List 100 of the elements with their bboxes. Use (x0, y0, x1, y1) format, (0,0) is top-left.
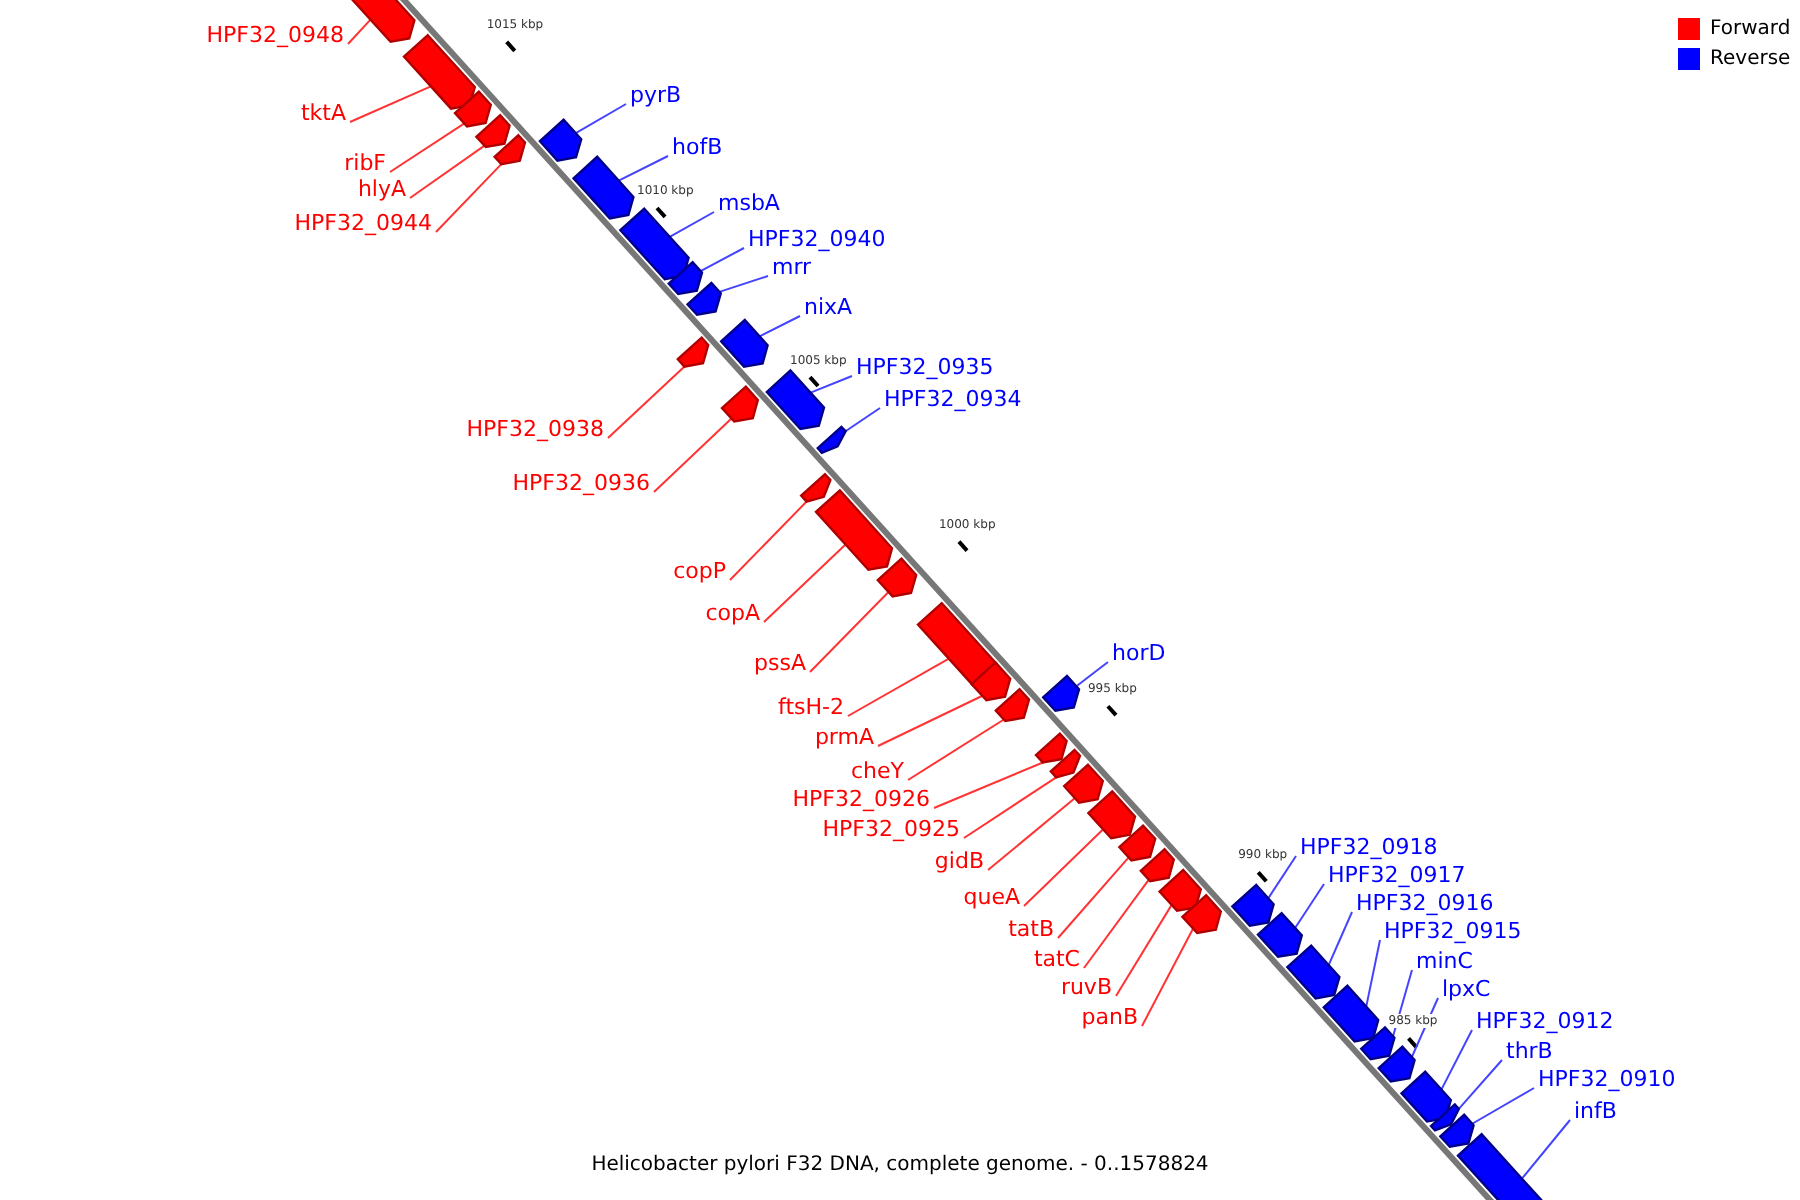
leader-line (1267, 855, 1297, 900)
gene-feature (765, 368, 826, 431)
leader-line (607, 365, 686, 439)
gene-label: HPF32_0948 (206, 22, 344, 48)
leader-line (699, 247, 745, 273)
gene-feature (1285, 944, 1341, 1000)
gene-label: ftsH-2 (778, 694, 844, 720)
gene-feature (1399, 1070, 1453, 1123)
leader-line (349, 85, 432, 123)
leader-line (668, 211, 715, 238)
gene-label: msbA (718, 190, 780, 216)
gene-feature (685, 281, 723, 317)
leader-line (1141, 927, 1195, 1027)
leader-line (1457, 1059, 1503, 1110)
gene-feature (474, 113, 511, 149)
gene-feature (538, 118, 583, 162)
leader-line (1440, 1029, 1473, 1091)
gene-feature (969, 660, 1012, 702)
gene-feature (1062, 763, 1105, 804)
gene-feature (994, 687, 1031, 723)
leader-line (758, 315, 801, 338)
gene-feature (676, 335, 710, 368)
gene-label: HPF32_0936 (512, 470, 650, 496)
gene-feature (571, 155, 635, 220)
gene-label: HPF32_0918 (1300, 834, 1438, 860)
gene-label: ribF (344, 150, 386, 176)
gene-label: HPF32_0935 (856, 354, 994, 380)
gene-label: mrr (772, 254, 812, 280)
leader-line (933, 761, 1044, 809)
gene-feature (1359, 1025, 1396, 1061)
gene-label: horD (1112, 640, 1166, 666)
leader-line (347, 18, 372, 45)
gene-label: minC (1416, 948, 1473, 974)
gene-label: hlyA (357, 176, 406, 202)
gene-feature (1180, 893, 1223, 935)
leader-line (718, 275, 769, 293)
leader-line (653, 417, 733, 493)
gene-label: ruvB (1060, 974, 1112, 1000)
gene-label: pssA (754, 650, 806, 676)
gene-feature (799, 472, 832, 503)
gene-label: HPF32_0917 (1328, 862, 1466, 888)
gene-label: HPF32_0915 (1384, 918, 1522, 944)
gene-feature (453, 89, 493, 128)
gene-label: HPF32_0938 (466, 416, 604, 442)
gene-label: HPF32_0934 (884, 386, 1022, 412)
gene-label: copA (705, 600, 760, 626)
gene-feature (1438, 1113, 1475, 1149)
legend-label: Forward (1710, 18, 1791, 42)
gene-feature (1377, 1044, 1416, 1083)
leader-line (1327, 911, 1353, 967)
gene-feature (719, 318, 769, 368)
gene-label: HPF32_0926 (792, 786, 930, 812)
leader-line (729, 500, 808, 581)
leader-line (963, 776, 1058, 839)
gene-feature (667, 260, 704, 296)
gene-feature (1157, 868, 1203, 913)
gene-label: HPF32_0912 (1476, 1008, 1614, 1034)
leader-line (1075, 661, 1109, 688)
gene-feature (720, 384, 760, 423)
caption: Helicobacter pylori F32 DNA, complete genome. - 0..1578824 (589, 1154, 1211, 1176)
gene-label: cheY (850, 758, 904, 784)
gene-label: tatC (1033, 946, 1080, 972)
gene-label: HPF32_0925 (822, 816, 960, 842)
leader-line (809, 375, 853, 394)
leader-line (1471, 1087, 1535, 1125)
gene-label: HPF32_0916 (1356, 890, 1494, 916)
gene-feature (816, 425, 848, 455)
leader-line (907, 718, 1005, 781)
leader-line (1083, 878, 1150, 969)
leader-line (987, 797, 1076, 871)
gene-feature (1117, 823, 1157, 862)
leader-line (389, 122, 466, 173)
gene-label: HPF32_0944 (294, 210, 432, 236)
gene-feature (1256, 911, 1304, 959)
leader-line (1057, 856, 1130, 939)
gene-feature (492, 133, 527, 166)
leader-line (847, 657, 950, 717)
gene-feature (402, 33, 477, 110)
leader-line (435, 163, 503, 233)
gene-feature (1230, 883, 1275, 928)
leader-line (809, 590, 890, 673)
leader-line (1365, 939, 1381, 1008)
leader-line (617, 155, 669, 182)
gene-label: tktA (300, 100, 346, 126)
gene-label: HPF32_0910 (1538, 1066, 1676, 1092)
gene-label: infB (1574, 1098, 1617, 1124)
gene-label: pyrB (630, 82, 682, 108)
gene-label: thrB (1506, 1038, 1553, 1064)
gene-label: hofB (672, 134, 723, 160)
gene-feature (876, 556, 918, 598)
gene-feature (1041, 674, 1081, 713)
gene-label: gidB (934, 848, 984, 874)
gene-feature (814, 488, 894, 572)
gene-label: queA (963, 884, 1020, 910)
gene-label: panB (1081, 1004, 1138, 1030)
gene-label: nixA (804, 294, 853, 320)
leader-line (409, 144, 486, 199)
leader-line (1520, 1119, 1571, 1180)
legend-label: Reverse (1710, 48, 1791, 72)
gene-label: lpxC (1442, 976, 1491, 1002)
